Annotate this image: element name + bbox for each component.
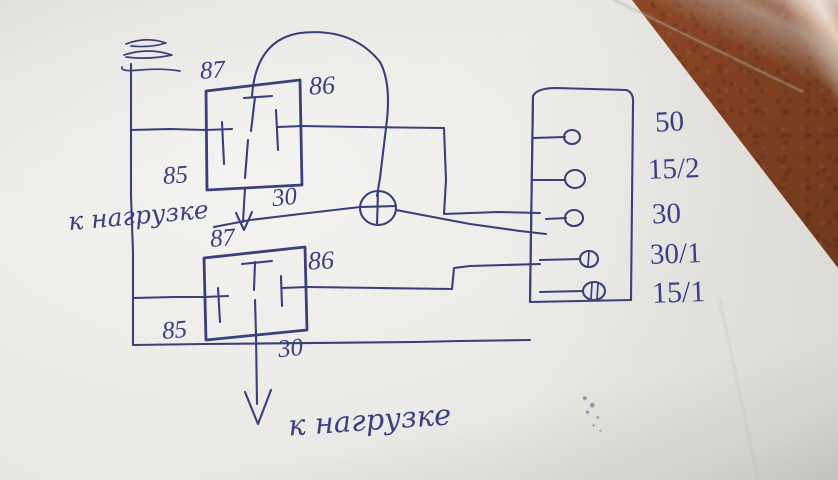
ground-symbol [120, 38, 181, 130]
wire-bottom-rail-to-switch [131, 296, 206, 347]
switch-terminal-3 [544, 208, 585, 228]
wire-bottom-30-down [254, 332, 259, 406]
ink-smudge [578, 392, 612, 436]
relay-bottom-label-85: 85 [160, 315, 189, 346]
junction-node [358, 189, 398, 227]
relay-bottom-box [202, 245, 309, 342]
switch-label-50: 50 [654, 105, 685, 139]
relay-bottom-label-30: 30 [276, 333, 305, 364]
wire-junction-left [212, 205, 362, 229]
wire-ground-trunk [129, 124, 135, 300]
wire-ground-to-top-85 [129, 127, 208, 132]
switch-label-15-1: 15/1 [651, 275, 706, 310]
relay-bottom-label-87: 87 [208, 223, 237, 254]
ignition-switch-block [528, 86, 635, 304]
relay-top-label-85: 85 [162, 161, 189, 190]
switch-label-15-2: 15/2 [647, 152, 701, 186]
relay-top-pins [204, 94, 304, 180]
wire-arc-top-to-junction [250, 31, 390, 198]
relay-bottom-label-86: 86 [307, 245, 335, 276]
switch-terminal-5 [538, 280, 607, 302]
switch-label-30: 30 [651, 197, 682, 231]
relay-top-label-87: 87 [199, 56, 226, 85]
wire-in-switch-lower [202, 338, 532, 346]
switch-label-30-1: 30/1 [649, 237, 703, 271]
relay-top-label-86: 86 [308, 70, 336, 101]
switch-terminal-2 [531, 168, 587, 190]
wire-top-86-to-switch [300, 124, 542, 216]
wire-ground-to-bottom-85 [131, 295, 206, 300]
relay-bottom-pins [202, 259, 309, 336]
wire-top-30-down [241, 186, 247, 224]
arrow-top-30-head [234, 210, 254, 232]
switch-terminal-1 [531, 128, 582, 146]
switch-terminal-4 [538, 249, 600, 269]
relay-top-label-30: 30 [270, 182, 299, 213]
arrow-bottom-30-head [243, 388, 273, 426]
wire-junction-right [394, 208, 548, 236]
relay-top-box [204, 78, 304, 192]
wire-bottom-86-to-switch [305, 262, 542, 291]
